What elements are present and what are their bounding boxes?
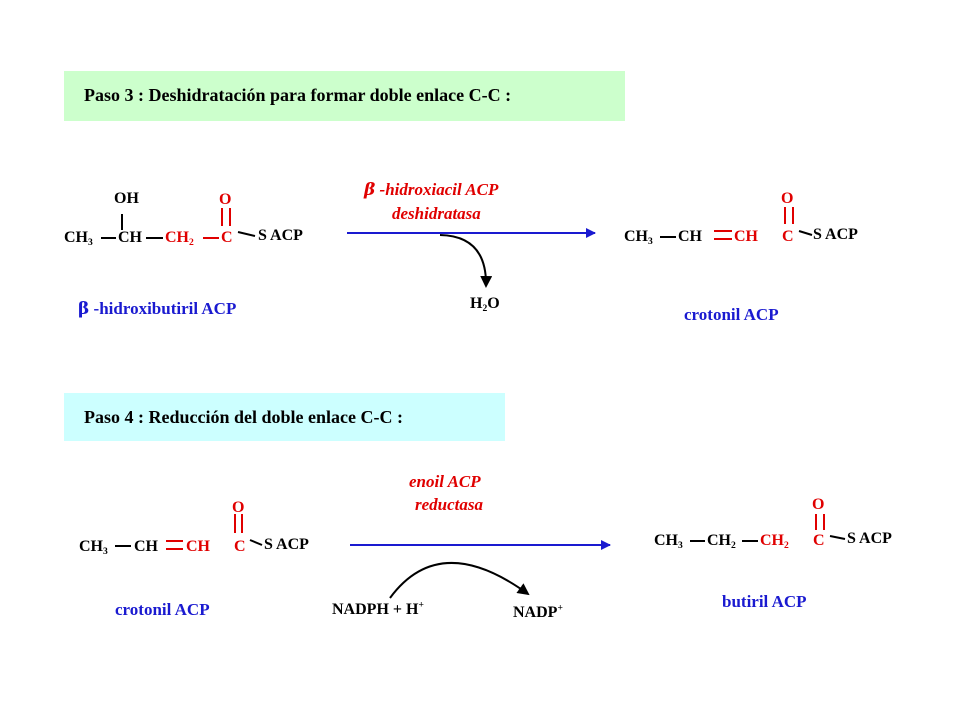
s3-enzyme-line2: deshidratasa bbox=[392, 204, 481, 223]
s3-prod-o: O bbox=[781, 190, 794, 207]
s3-prod-ch2: CH bbox=[734, 228, 758, 245]
s3-sub-oh: OH bbox=[114, 190, 139, 207]
s4-prod-sacp: S ACP bbox=[847, 530, 892, 547]
s3-sub-o: O bbox=[219, 191, 232, 208]
s4-sub-cs-bond bbox=[249, 539, 263, 546]
s3-prod-sacp: S ACP bbox=[813, 226, 858, 243]
s3-sub-ch3: CH3 bbox=[64, 229, 93, 248]
s3-sub-name: β -hidroxibutiril ACP bbox=[78, 299, 237, 319]
s4-prod-name: butiril ACP bbox=[722, 592, 807, 611]
s3-enzyme-line1: β -hidroxiacil ACP bbox=[364, 180, 499, 200]
s4-sub-ch: CH bbox=[134, 538, 158, 555]
s4-enzyme-line2: reductasa bbox=[415, 495, 483, 514]
s3-sub-ch2: CH2 bbox=[165, 229, 194, 248]
step3-banner-text: Paso 3 : Deshidratación para formar dobl… bbox=[84, 85, 512, 105]
s4-cofactor-in: NADPH + H+ bbox=[332, 599, 424, 618]
s3-prod-ch3: CH3 bbox=[624, 228, 653, 247]
s3-prod-ch: CH bbox=[678, 228, 702, 245]
step4-banner-text: Paso 4 : Reducción del doble enlace C-C … bbox=[84, 407, 403, 427]
s4-prod-ch3: CH3 bbox=[654, 532, 683, 551]
s4-prod-c: C bbox=[813, 532, 825, 549]
step3-banner: Paso 3 : Deshidratación para formar dobl… bbox=[64, 71, 625, 121]
s3-sub-cs-bond bbox=[237, 231, 256, 237]
s3-prod-name: crotonil ACP bbox=[684, 305, 779, 324]
s4-sub-ch2: CH bbox=[186, 538, 210, 555]
s4-prod-cs-bond bbox=[829, 535, 846, 540]
s4-prod-ch2b: CH2 bbox=[760, 532, 789, 551]
s3-water-curved-arrow bbox=[439, 234, 493, 288]
s4-sub-o: O bbox=[232, 499, 245, 516]
s3-prod-c: C bbox=[782, 228, 794, 245]
s3-prod-cs-bond bbox=[798, 230, 813, 236]
s3-sub-sacp: S ACP bbox=[258, 227, 303, 244]
s4-sub-ch3: CH3 bbox=[79, 538, 108, 557]
s4-cofactor-curved-arrow bbox=[389, 562, 530, 599]
s4-sub-c: C bbox=[234, 538, 246, 555]
step4-banner: Paso 4 : Reducción del doble enlace C-C … bbox=[64, 393, 505, 441]
s4-sub-sacp: S ACP bbox=[264, 536, 309, 553]
s4-enzyme-line1: enoil ACP bbox=[409, 472, 481, 491]
s3-sub-ch: CH bbox=[118, 229, 142, 246]
s4-prod-o: O bbox=[812, 496, 825, 513]
s4-sub-name: crotonil ACP bbox=[115, 600, 210, 619]
s3-water: H2O bbox=[470, 295, 500, 314]
s3-sub-c: C bbox=[221, 229, 233, 246]
s4-cofactor-out: NADP+ bbox=[513, 602, 563, 621]
s4-prod-ch2a: CH2 bbox=[707, 532, 736, 551]
